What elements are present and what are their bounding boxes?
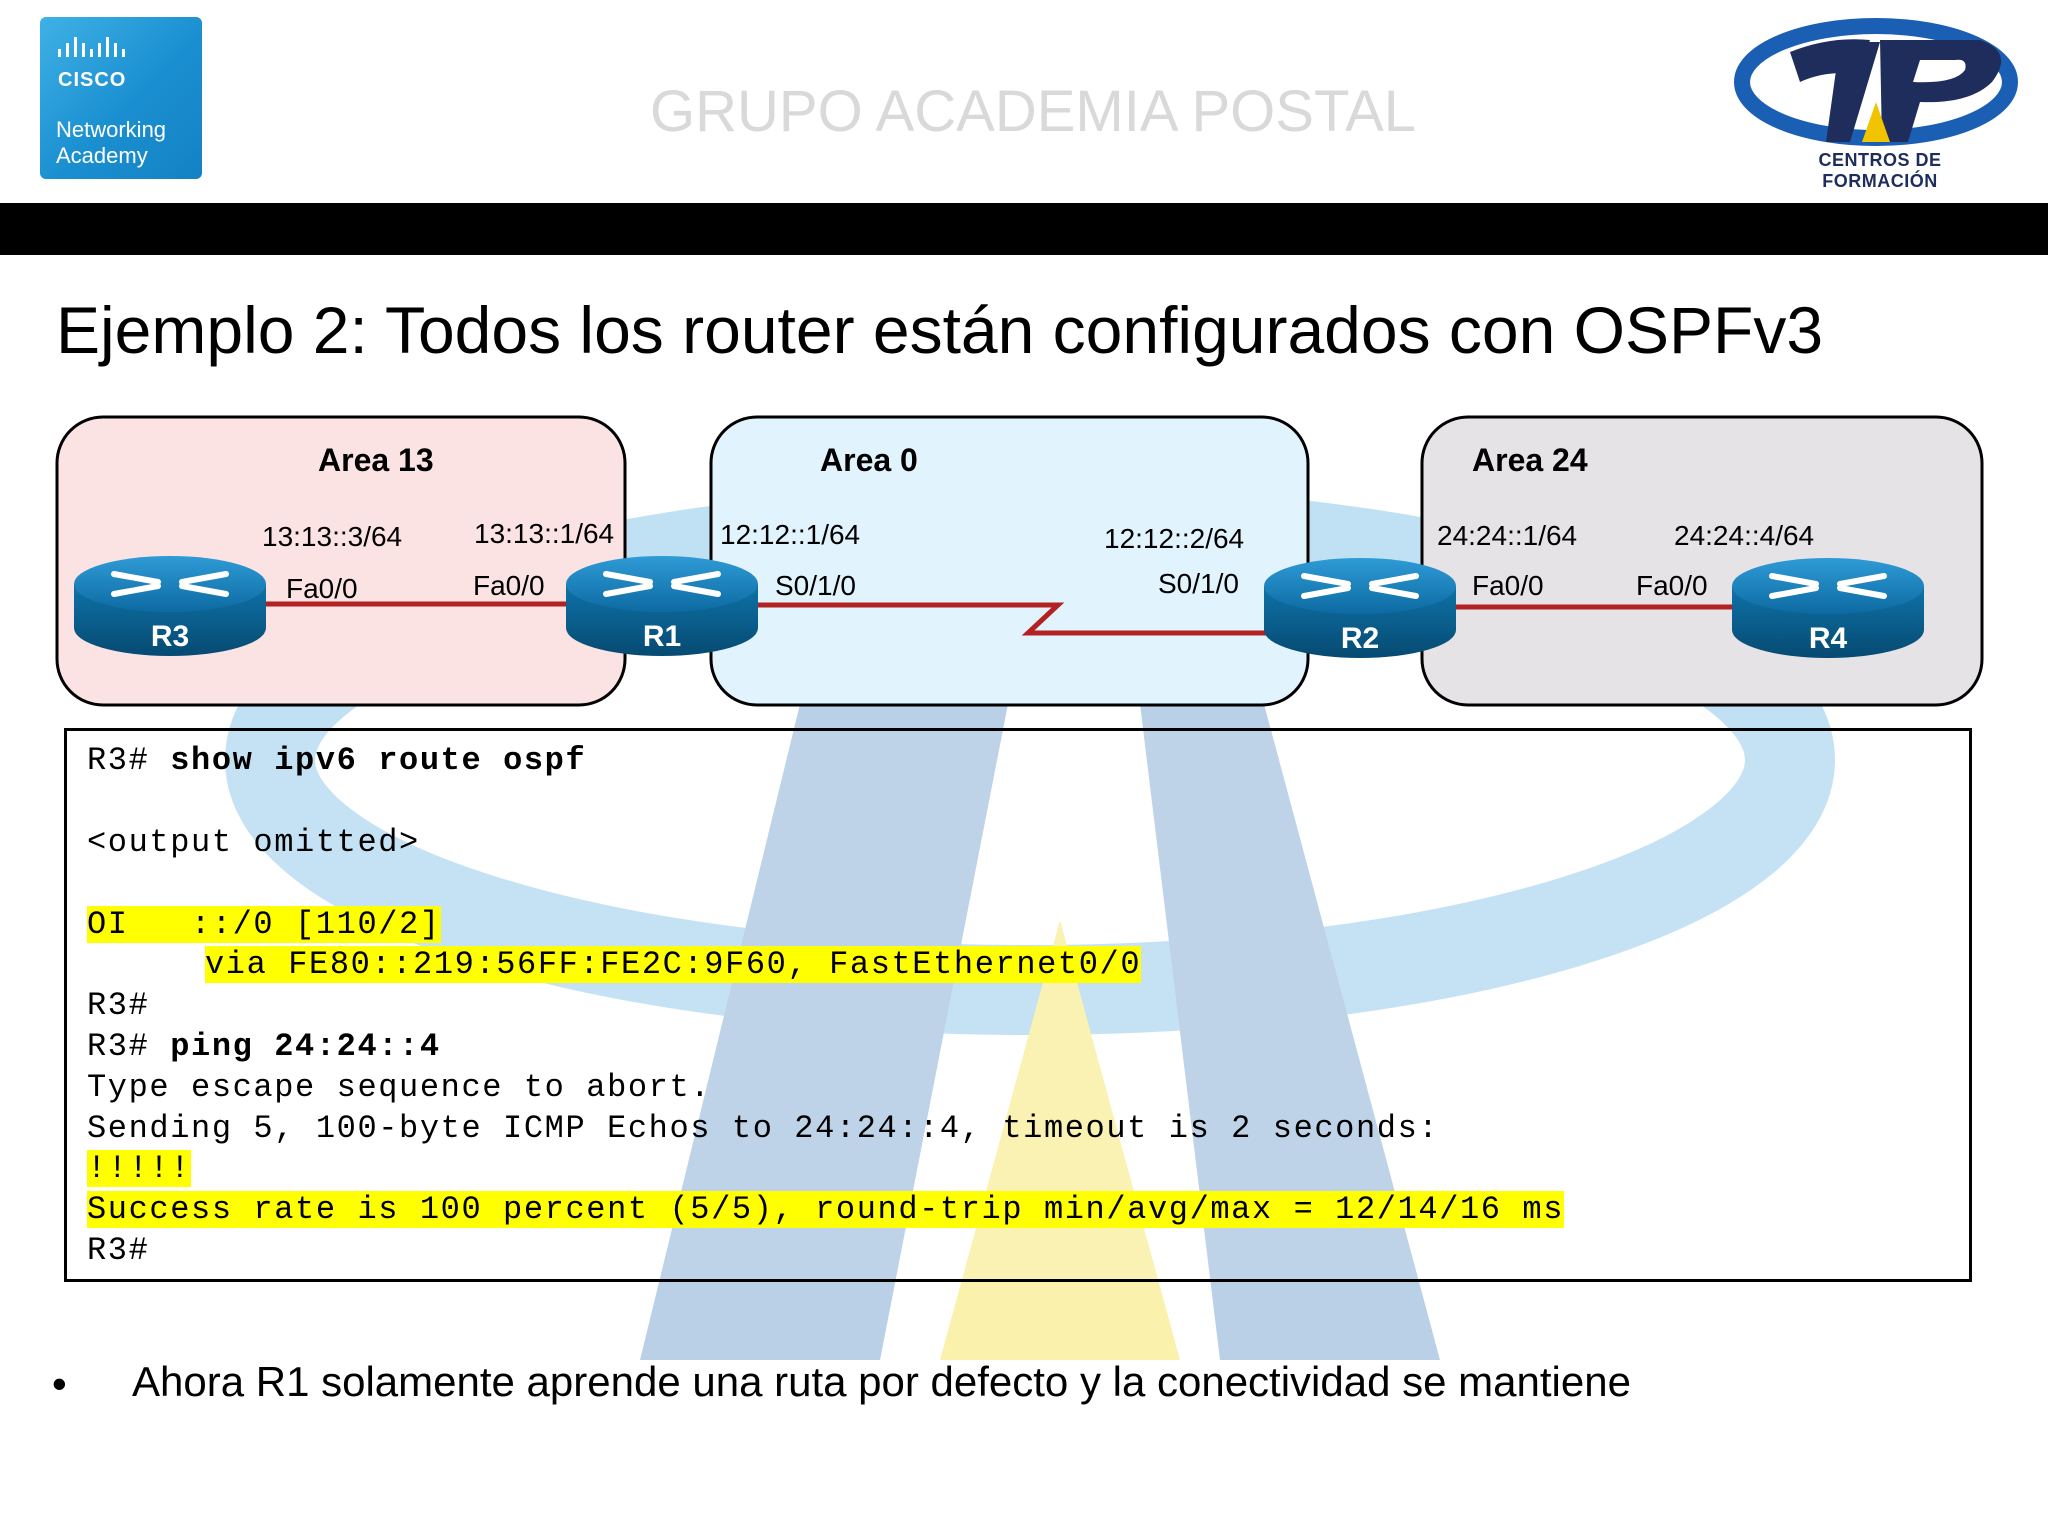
header-band [0, 203, 2048, 255]
program-line-1: Networking [56, 117, 167, 142]
addr-r4-fa00: 24:24::4/64 [1674, 520, 1814, 551]
cli-line-route: OI ::/0 [110/2] [87, 905, 441, 945]
cli-line-command-1: R3# show ipv6 route ospf [87, 741, 586, 781]
cli-line-success: Success rate is 100 percent (5/5), round… [87, 1190, 1565, 1230]
router-r2: R2 [1264, 558, 1456, 658]
cli-highlight-replies: !!!!! [87, 1150, 192, 1187]
link-r1-r2-serial [740, 602, 1272, 636]
router-arrows-icon [603, 571, 721, 597]
router-r3-label: R3 [151, 620, 189, 653]
router-r2-label: R2 [1341, 622, 1379, 655]
cisco-bars-icon [58, 37, 125, 57]
cli-line-prompt-2: R3# [87, 1232, 150, 1269]
ospf-network-diagram: Area 13 Area 0 Area 24 13:13::3/64 Fa0/0… [55, 415, 1984, 707]
cli-line-via: via FE80::219:56FF:FE2C:9F60, FastEthern… [205, 945, 1142, 985]
cli-line-sending: Sending 5, 100-byte ICMP Echos to 24:24:… [87, 1110, 1440, 1147]
cli-line-omitted: <output omitted> [87, 824, 420, 861]
org-title: GRUPO ACADEMIA POSTAL [650, 79, 1417, 144]
area-24-label: Area 24 [1472, 442, 1588, 478]
cli-line-escape: Type escape sequence to abort. [87, 1069, 712, 1106]
if-r3-fa00: Fa0/0 [286, 573, 358, 604]
cisco-networking-academy-logo: CISCO Networking Academy [40, 17, 202, 179]
addr-r3-fa00: 13:13::3/64 [262, 521, 402, 552]
addr-r1-fa00: 13:13::1/64 [474, 518, 614, 549]
cli-line-command-2: R3# ping 24:24::4 [87, 1027, 441, 1067]
if-r1-fa00: Fa0/0 [473, 570, 545, 601]
router-r3: R3 [74, 556, 266, 656]
router-r1-label: R1 [643, 620, 681, 653]
router-arrows-icon [1769, 573, 1887, 599]
if-r1-s010: S0/1/0 [775, 570, 856, 601]
area-13-label: Area 13 [318, 442, 434, 478]
centros-de-formacion-logo [1734, 18, 2018, 146]
cli-highlight-route: OI ::/0 [110/2] [87, 906, 441, 943]
cli-line-replies: !!!!! [87, 1149, 192, 1189]
if-r2-fa00: Fa0/0 [1472, 570, 1544, 601]
area-0-box [709, 415, 1310, 707]
addr-r1-s010: 12:12::1/64 [720, 519, 860, 550]
cli-command: show ipv6 route ospf [170, 742, 587, 779]
addr-r2-fa00: 24:24::1/64 [1437, 520, 1577, 551]
cli-prompt: R3# [87, 1028, 171, 1065]
bullet-text: Ahora R1 solamente aprende una ruta por … [132, 1358, 1631, 1405]
router-r1: R1 [566, 556, 758, 656]
router-r4: R4 [1732, 558, 1924, 658]
cli-highlight-success: Success rate is 100 percent (5/5), round… [87, 1191, 1565, 1228]
cisco-program: Networking Academy [56, 117, 166, 169]
cli-command: ping 24:24::4 [170, 1028, 441, 1065]
router-r4-label: R4 [1809, 622, 1848, 655]
cli-prompt: R3# [87, 742, 171, 779]
bullet-marker: • [52, 1360, 67, 1407]
router-arrows-icon [111, 571, 229, 597]
addr-r2-s010: 12:12::2/64 [1104, 523, 1244, 554]
if-r4-fa00: Fa0/0 [1636, 570, 1708, 601]
program-line-2: Academy [56, 143, 148, 168]
slide-title: Ejemplo 2: Todos los router están config… [56, 293, 1824, 367]
router-arrows-icon [1301, 573, 1419, 599]
cli-line-prompt-1: R3# [87, 987, 150, 1024]
cli-highlight-via: via FE80::219:56FF:FE2C:9F60, FastEthern… [205, 946, 1142, 983]
cli-output-box: R3# show ipv6 route ospf <output omitted… [64, 728, 1972, 1282]
area-0-label: Area 0 [820, 442, 918, 478]
cisco-brand: CISCO [58, 69, 127, 91]
cp-logo-caption: CENTROS DE FORMACIÓN [1818, 150, 1942, 191]
if-r2-s010: S0/1/0 [1158, 568, 1239, 599]
